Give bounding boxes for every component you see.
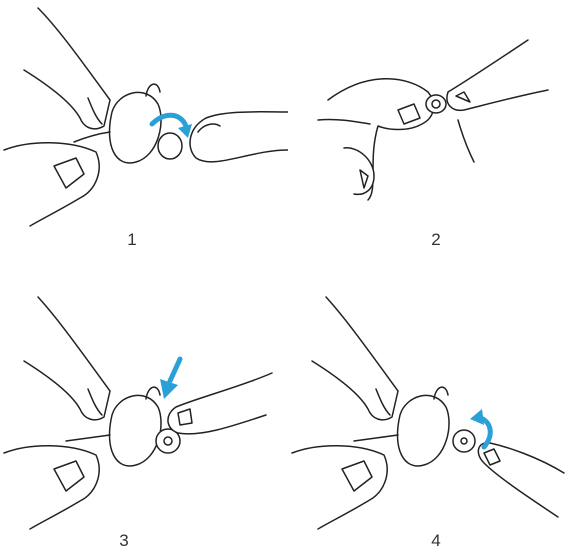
- index-finger-left: [312, 297, 398, 420]
- arrow-head: [470, 409, 484, 425]
- index-finger-left: [24, 8, 110, 129]
- earbud-body: [109, 395, 161, 466]
- step-4-illustration: [288, 277, 576, 554]
- step-3-illustration: [0, 277, 288, 554]
- earbud-body: [397, 395, 449, 466]
- step-1-panel: 1: [0, 0, 288, 277]
- step-2-panel: 2: [288, 0, 576, 277]
- step-3-panel: 3: [0, 277, 288, 554]
- thumb-left: [4, 143, 99, 226]
- step-number-3: 3: [104, 531, 144, 551]
- step-number-1: 1: [112, 230, 152, 250]
- index-finger-left: [24, 297, 110, 420]
- arrow-head: [178, 124, 192, 138]
- ear-tip: [453, 430, 475, 452]
- ear-tip: [426, 95, 446, 113]
- step-number-4: 4: [416, 531, 456, 551]
- step-number-2: 2: [416, 230, 456, 250]
- finger-right: [190, 112, 288, 162]
- wrist-right: [458, 120, 474, 162]
- arrow-head: [160, 379, 178, 399]
- down-arrow-icon: [170, 359, 180, 381]
- thumb-left: [4, 446, 99, 529]
- hand-left: [328, 79, 434, 200]
- earbud-stem: [354, 435, 398, 441]
- step-4-panel: 4: [288, 277, 576, 554]
- finger-right: [478, 443, 564, 517]
- earbud-stem: [66, 435, 110, 441]
- earbud-stem: [74, 132, 110, 142]
- earbud-body: [109, 92, 161, 163]
- ear-tip: [158, 133, 182, 159]
- thumb-left: [292, 446, 387, 529]
- hand-right: [447, 40, 548, 110]
